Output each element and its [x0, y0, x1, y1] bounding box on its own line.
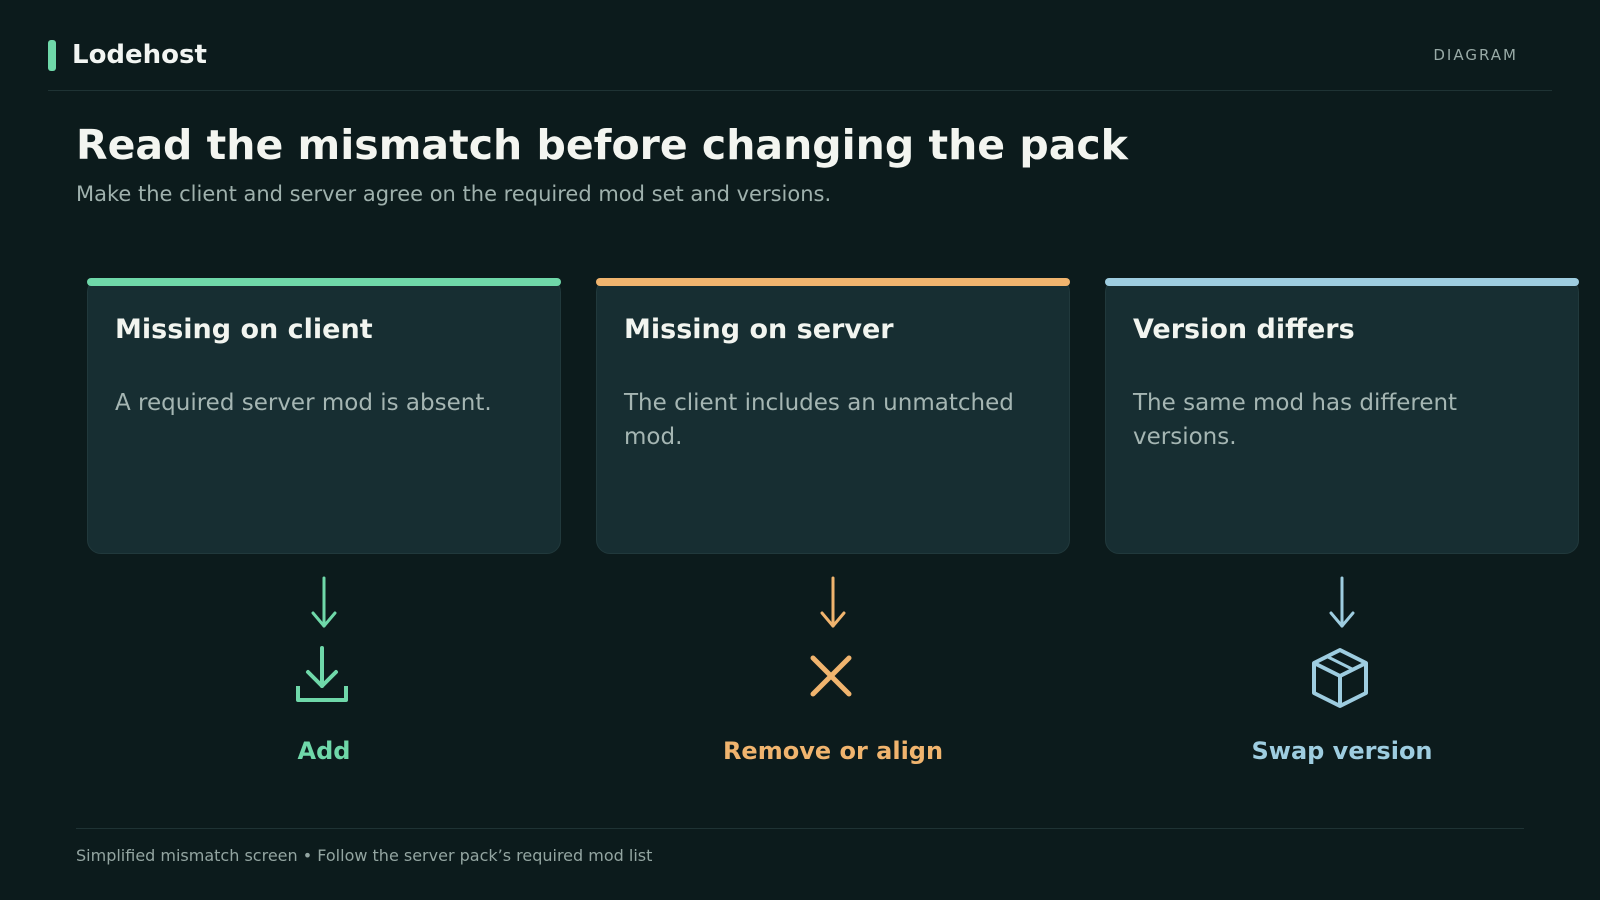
card-accent-bar: [87, 278, 561, 286]
diagram-tag: DIAGRAM: [1433, 46, 1518, 64]
card-description: The client includes an unmatched mod.: [624, 390, 1014, 450]
card-description: A required server mod is absent.: [115, 390, 492, 416]
page-title: Read the mismatch before changing the pa…: [76, 121, 1128, 169]
card-missing-on-client: Missing on client A required server mod …: [87, 278, 561, 554]
header: Lodehost DIAGRAM: [48, 40, 1552, 91]
card-version-differs: Version differs The same mod has differe…: [1105, 278, 1579, 554]
footer-divider: [76, 828, 1524, 829]
package-icon: [1312, 648, 1368, 708]
card-accent-bar: [596, 278, 1070, 286]
outcome-remove-or-align: Remove or align: [722, 737, 944, 765]
card-title: Version differs: [1133, 314, 1355, 345]
download-icon: [296, 646, 348, 702]
arrow-down-icon: [1329, 576, 1355, 628]
footer-note: Simplified mismatch screen • Follow the …: [76, 846, 653, 865]
outcome-swap-version: Swap version: [1251, 737, 1433, 765]
card-title: Missing on client: [115, 314, 373, 345]
card-title: Missing on server: [624, 314, 894, 345]
arrow-down-icon: [311, 576, 337, 628]
card-description: The same mod has different versions.: [1133, 390, 1458, 450]
close-icon: [810, 655, 852, 697]
page-subtitle: Make the client and server agree on the …: [76, 182, 832, 206]
brand-name: Lodehost: [72, 40, 207, 70]
outcome-add: Add: [297, 737, 351, 765]
card-accent-bar: [1105, 278, 1579, 286]
arrow-down-icon: [820, 576, 846, 628]
brand-accent-bar: [48, 40, 56, 71]
card-missing-on-server: Missing on server The client includes an…: [596, 278, 1070, 554]
